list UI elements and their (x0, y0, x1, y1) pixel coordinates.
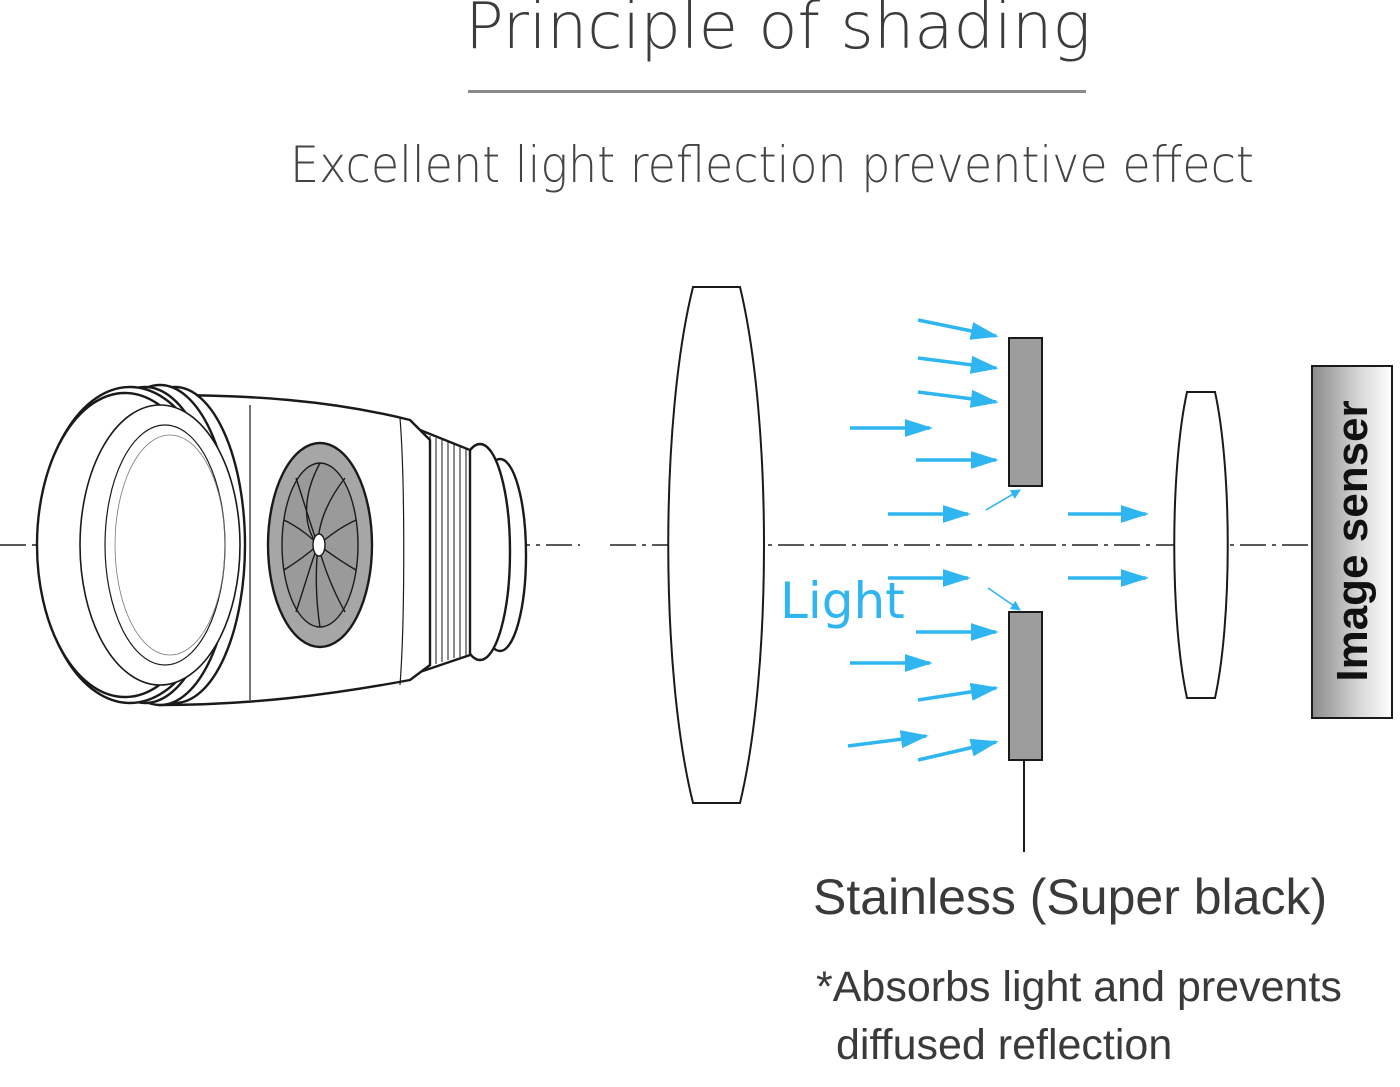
aperture-blades-icon (266, 441, 374, 649)
light-label: Light (780, 572, 905, 630)
shade-plate-top (1008, 337, 1043, 487)
note-line-2: diffused reflection (836, 1021, 1173, 1069)
light-arrows (847, 318, 1149, 762)
page-title: Principle of shading (465, 0, 1091, 64)
front-lens (667, 286, 765, 804)
absorption-note: *Absorbs light and prevents diffused ref… (816, 958, 1342, 1074)
shade-plate-bottom (1008, 611, 1043, 761)
image-sensor-label: Image senser (1328, 400, 1377, 682)
camera-lens-illustration (35, 383, 528, 707)
stainless-label: Stainless (Super black) (813, 869, 1328, 925)
note-line-1: *Absorbs light and prevents (816, 963, 1342, 1011)
rear-lens (1173, 391, 1229, 699)
page-subtitle: Excellent light reflection preventive ef… (290, 136, 1254, 194)
reflected-light-arrows (985, 489, 1021, 611)
image-sensor (1311, 365, 1393, 719)
title-underline (468, 90, 1086, 93)
